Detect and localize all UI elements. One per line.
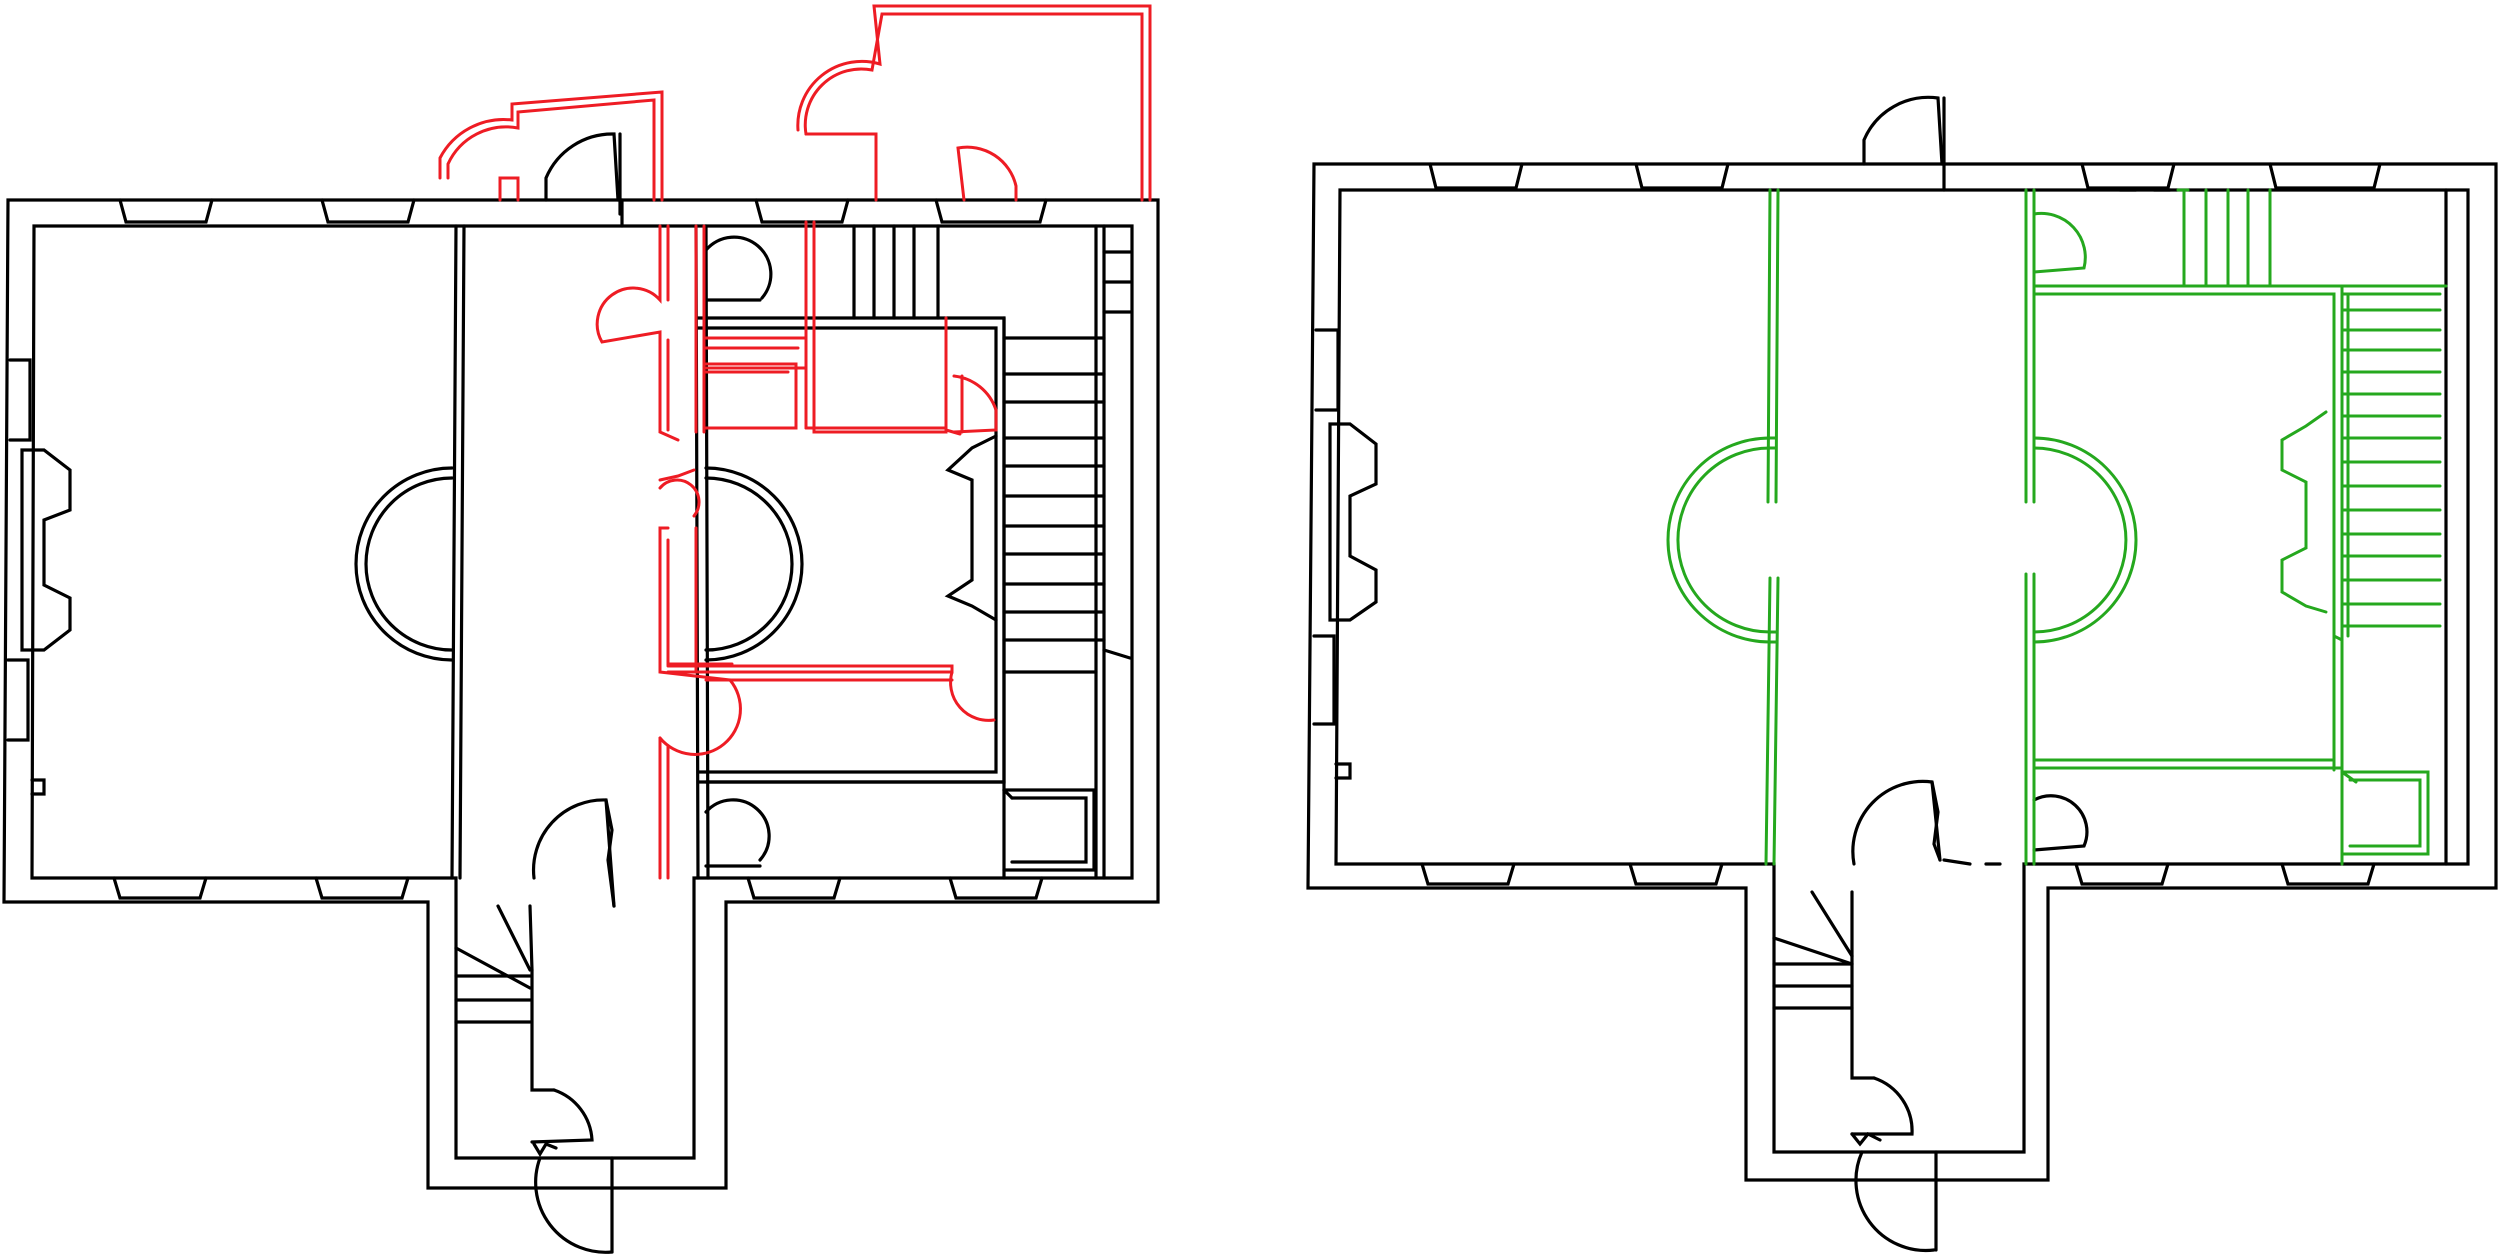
closet-top	[704, 235, 773, 868]
red-additions	[438, 4, 1152, 880]
staircase-north	[852, 224, 940, 320]
door-north	[544, 132, 622, 216]
door-hall-right	[1851, 779, 2002, 866]
door-north-right	[1862, 95, 2172, 192]
door-annex-exterior	[534, 1156, 614, 1254]
green-additions	[1666, 188, 2448, 866]
outer-walls-right	[1306, 162, 2498, 1182]
windows-right	[1420, 162, 2382, 886]
door-annex-interior	[530, 1088, 594, 1158]
staircase-east	[1002, 250, 1132, 660]
plan-proposed	[1306, 95, 2498, 1253]
fireplace-niche-1	[354, 466, 454, 662]
windows-bottom	[112, 876, 1044, 900]
door-hall	[531, 798, 616, 908]
fireplace-east	[944, 434, 998, 622]
interior-walls	[450, 224, 1106, 880]
windows-top	[118, 198, 1048, 224]
service-box	[1002, 788, 1096, 872]
bay-window-west-right	[1312, 328, 1378, 780]
staircase-annex-right	[1772, 890, 1876, 1080]
bay-window-west	[6, 358, 72, 796]
fireplace-niche-2	[704, 466, 804, 662]
staircase-annex	[454, 904, 556, 1092]
door-annex-interior-right	[1850, 1076, 1914, 1147]
door-annex-exterior-right	[1854, 1150, 1938, 1253]
outer-walls	[2, 198, 1160, 1190]
closets-right	[2032, 794, 2089, 852]
plan-existing	[2, 4, 1160, 1254]
